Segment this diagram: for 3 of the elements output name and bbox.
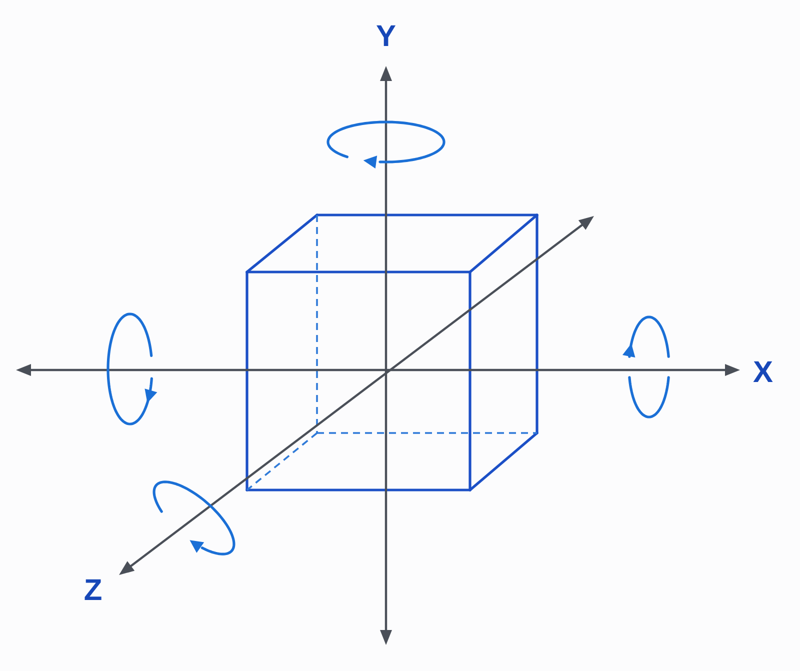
axis-label: X xyxy=(753,358,773,388)
axis-label: Y xyxy=(376,22,396,52)
axis-label: Z xyxy=(84,576,102,606)
